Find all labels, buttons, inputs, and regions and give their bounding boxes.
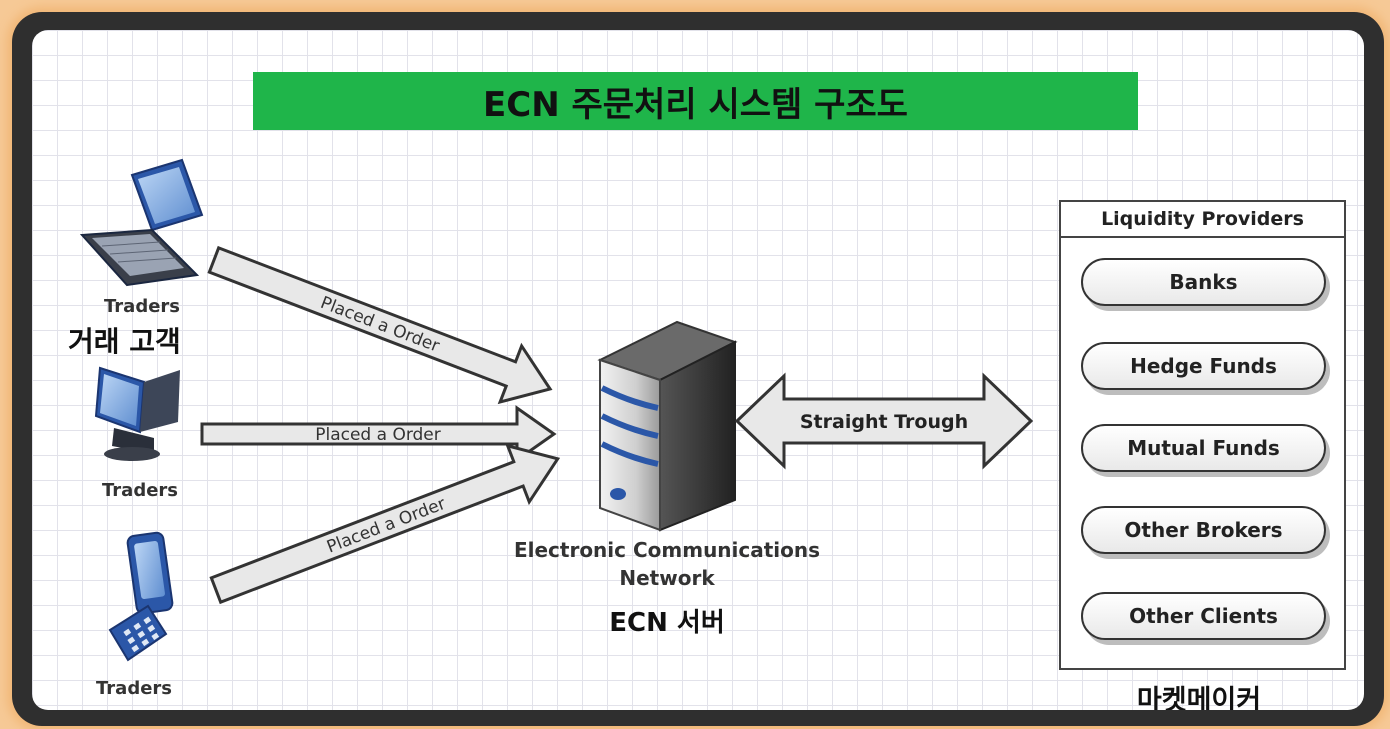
provider-other-clients: Other Clients bbox=[1081, 592, 1326, 640]
order-arrow-label-1: Placed a Order bbox=[318, 293, 442, 357]
order-arrow-label-2: Placed a Order bbox=[315, 425, 441, 445]
provider-hedge-funds: Hedge Funds bbox=[1081, 342, 1326, 390]
order-arrow-label-3: Placed a Order bbox=[324, 494, 448, 558]
server-label: Electronic Communications Network bbox=[482, 536, 852, 592]
monitor-icon bbox=[94, 366, 180, 461]
laptop-icon bbox=[79, 158, 204, 287]
straight-through-arrow: Straight Trough bbox=[734, 372, 1034, 470]
liquidity-providers-panel: Liquidity Providers Banks Hedge Funds Mu… bbox=[1059, 200, 1346, 670]
order-arrow-1: Placed a Order bbox=[207, 245, 553, 405]
provider-banks: Banks bbox=[1081, 258, 1326, 306]
server-korean-label: ECN 서버 bbox=[609, 608, 725, 638]
diagram-graphics: Placed a Order Placed a Order Placed a O… bbox=[79, 158, 1034, 662]
server-icon bbox=[597, 320, 738, 532]
page-title: ECN 주문처리 시스템 구조도 bbox=[253, 72, 1138, 130]
provider-other-brokers: Other Brokers bbox=[1081, 506, 1326, 554]
server-label-line-1: Electronic Communications bbox=[513, 538, 821, 562]
traders-korean-label: 거래 고객 bbox=[68, 325, 181, 358]
order-arrow-2: Placed a Order bbox=[200, 405, 557, 463]
liquidity-providers-header: Liquidity Providers bbox=[1061, 202, 1344, 238]
mobile-phone-icon bbox=[108, 531, 174, 662]
straight-through-label: Straight Trough bbox=[800, 411, 968, 433]
provider-mutual-funds: Mutual Funds bbox=[1081, 424, 1326, 472]
traders-label-3: Traders bbox=[96, 678, 173, 699]
diagram-canvas: Placed a Order Placed a Order Placed a O… bbox=[32, 30, 1364, 710]
server-label-line-2: Network bbox=[619, 566, 715, 590]
window-frame: Placed a Order Placed a Order Placed a O… bbox=[12, 12, 1384, 726]
market-maker-label: 마켓메이커 bbox=[1136, 685, 1262, 710]
traders-label-2: Traders bbox=[102, 480, 179, 501]
traders-label-1: Traders bbox=[104, 296, 181, 317]
